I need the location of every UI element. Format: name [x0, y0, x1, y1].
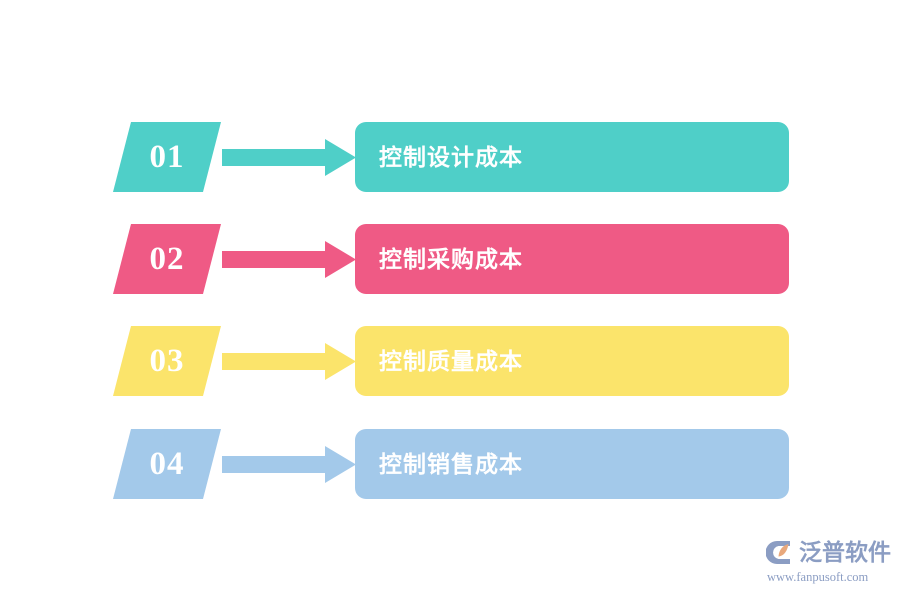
step-number-label: 03 [149, 342, 185, 379]
right-arrow-icon [222, 241, 356, 278]
step-label-text: 控制设计成本 [379, 143, 523, 170]
process-step-row: 03 控制质量成本 [0, 326, 900, 396]
step-number-badge: 04 [113, 429, 221, 499]
process-step-row: 02 控制采购成本 [0, 224, 900, 294]
step-label-bar: 控制质量成本 [355, 326, 789, 396]
right-arrow-icon [222, 343, 356, 380]
process-step-row: 04 控制销售成本 [0, 429, 900, 499]
process-step-row: 01 控制设计成本 [0, 122, 900, 192]
watermark-logo-top: 泛普软件 [766, 536, 891, 568]
watermark-url: www.fanpusoft.com [767, 570, 869, 584]
fanpu-logo-icon [766, 537, 796, 567]
step-label-text: 控制销售成本 [379, 450, 523, 477]
step-number-label: 04 [149, 445, 185, 482]
step-number-badge: 01 [113, 122, 221, 192]
watermark-brand-name: 泛普软件 [799, 538, 891, 565]
step-number-label: 02 [149, 240, 185, 277]
step-label-text: 控制采购成本 [379, 245, 523, 272]
step-number-badge: 03 [113, 326, 221, 396]
right-arrow-icon [222, 139, 356, 176]
watermark-logo: 泛普软件 www.fanpusoft.com [766, 536, 892, 588]
right-arrow-icon [222, 446, 356, 483]
step-number-badge: 02 [113, 224, 221, 294]
step-label-bar: 控制采购成本 [355, 224, 789, 294]
step-number-label: 01 [149, 138, 185, 175]
step-label-bar: 控制销售成本 [355, 429, 789, 499]
step-label-text: 控制质量成本 [379, 347, 523, 374]
step-label-bar: 控制设计成本 [355, 122, 789, 192]
